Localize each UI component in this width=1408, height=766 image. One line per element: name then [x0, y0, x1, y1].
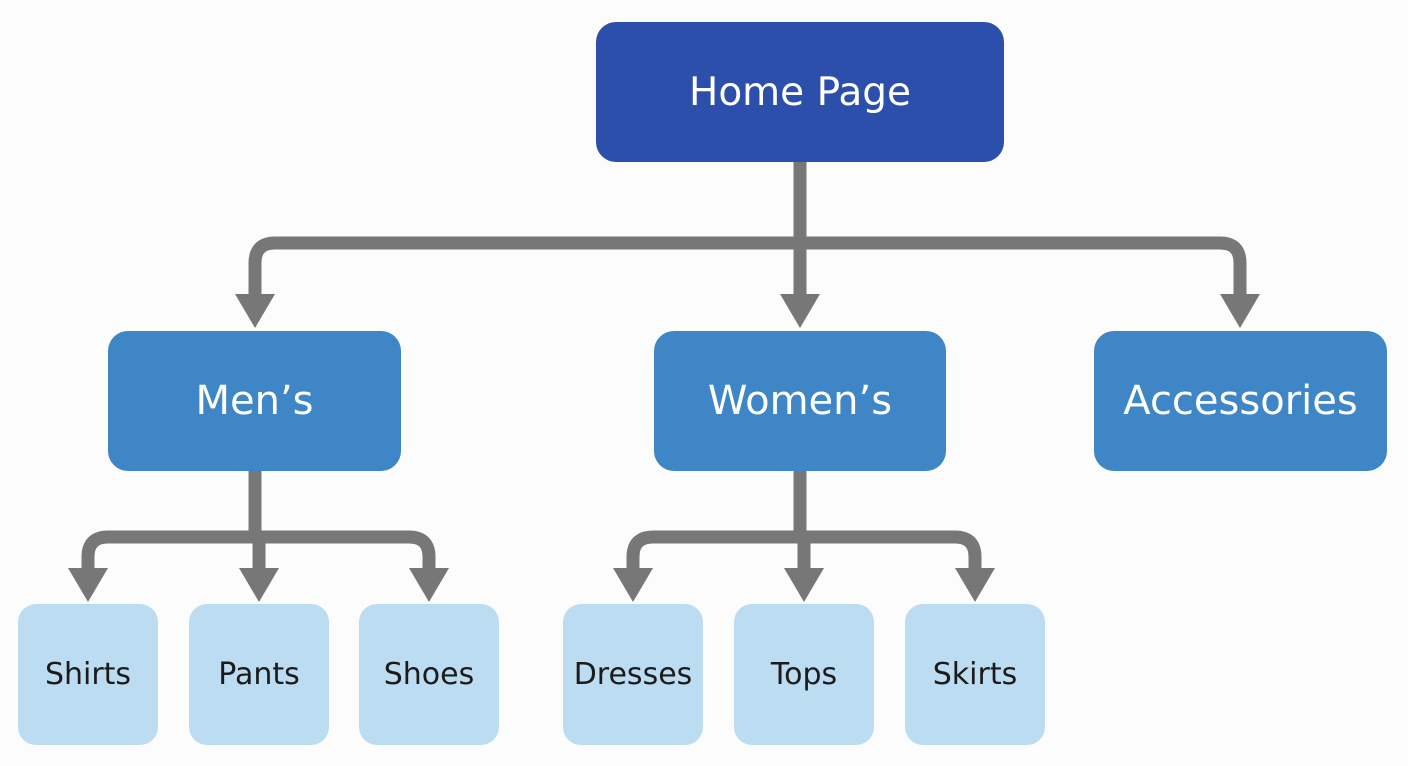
arrowhead-to-tops	[784, 568, 824, 602]
connector-mens-to-shoes	[255, 530, 436, 570]
arrowhead-to-shirts	[68, 568, 108, 602]
mens-category-node: Men’s	[108, 331, 401, 471]
arrowhead-to-shoes	[409, 568, 449, 602]
shirts-node: Shirts	[18, 604, 158, 745]
dresses-node: Dresses	[563, 604, 703, 745]
arrowhead-to-womens	[780, 294, 820, 328]
accessories-category-node: Accessories	[1094, 331, 1387, 471]
shoes-node: Shoes	[359, 604, 499, 745]
arrowhead-to-skirts	[955, 568, 995, 602]
arrowhead-to-dresses	[613, 568, 653, 602]
arrowhead-to-accessories	[1220, 294, 1260, 328]
tops-node: Tops	[734, 604, 874, 745]
skirts-node: Skirts	[905, 604, 1045, 745]
connector-home-to-accessories	[800, 236, 1247, 296]
home-page-node: Home Page	[596, 22, 1004, 162]
connector-home-to-mens	[248, 236, 800, 296]
womens-category-node: Women’s	[654, 331, 946, 471]
arrowhead-to-mens	[235, 294, 275, 328]
connector-womens-to-skirts	[800, 530, 982, 570]
connector-mens-to-shirts	[81, 530, 255, 570]
arrowhead-to-pants	[239, 568, 279, 602]
pants-node: Pants	[189, 604, 329, 745]
connector-womens-to-dresses	[626, 530, 800, 570]
